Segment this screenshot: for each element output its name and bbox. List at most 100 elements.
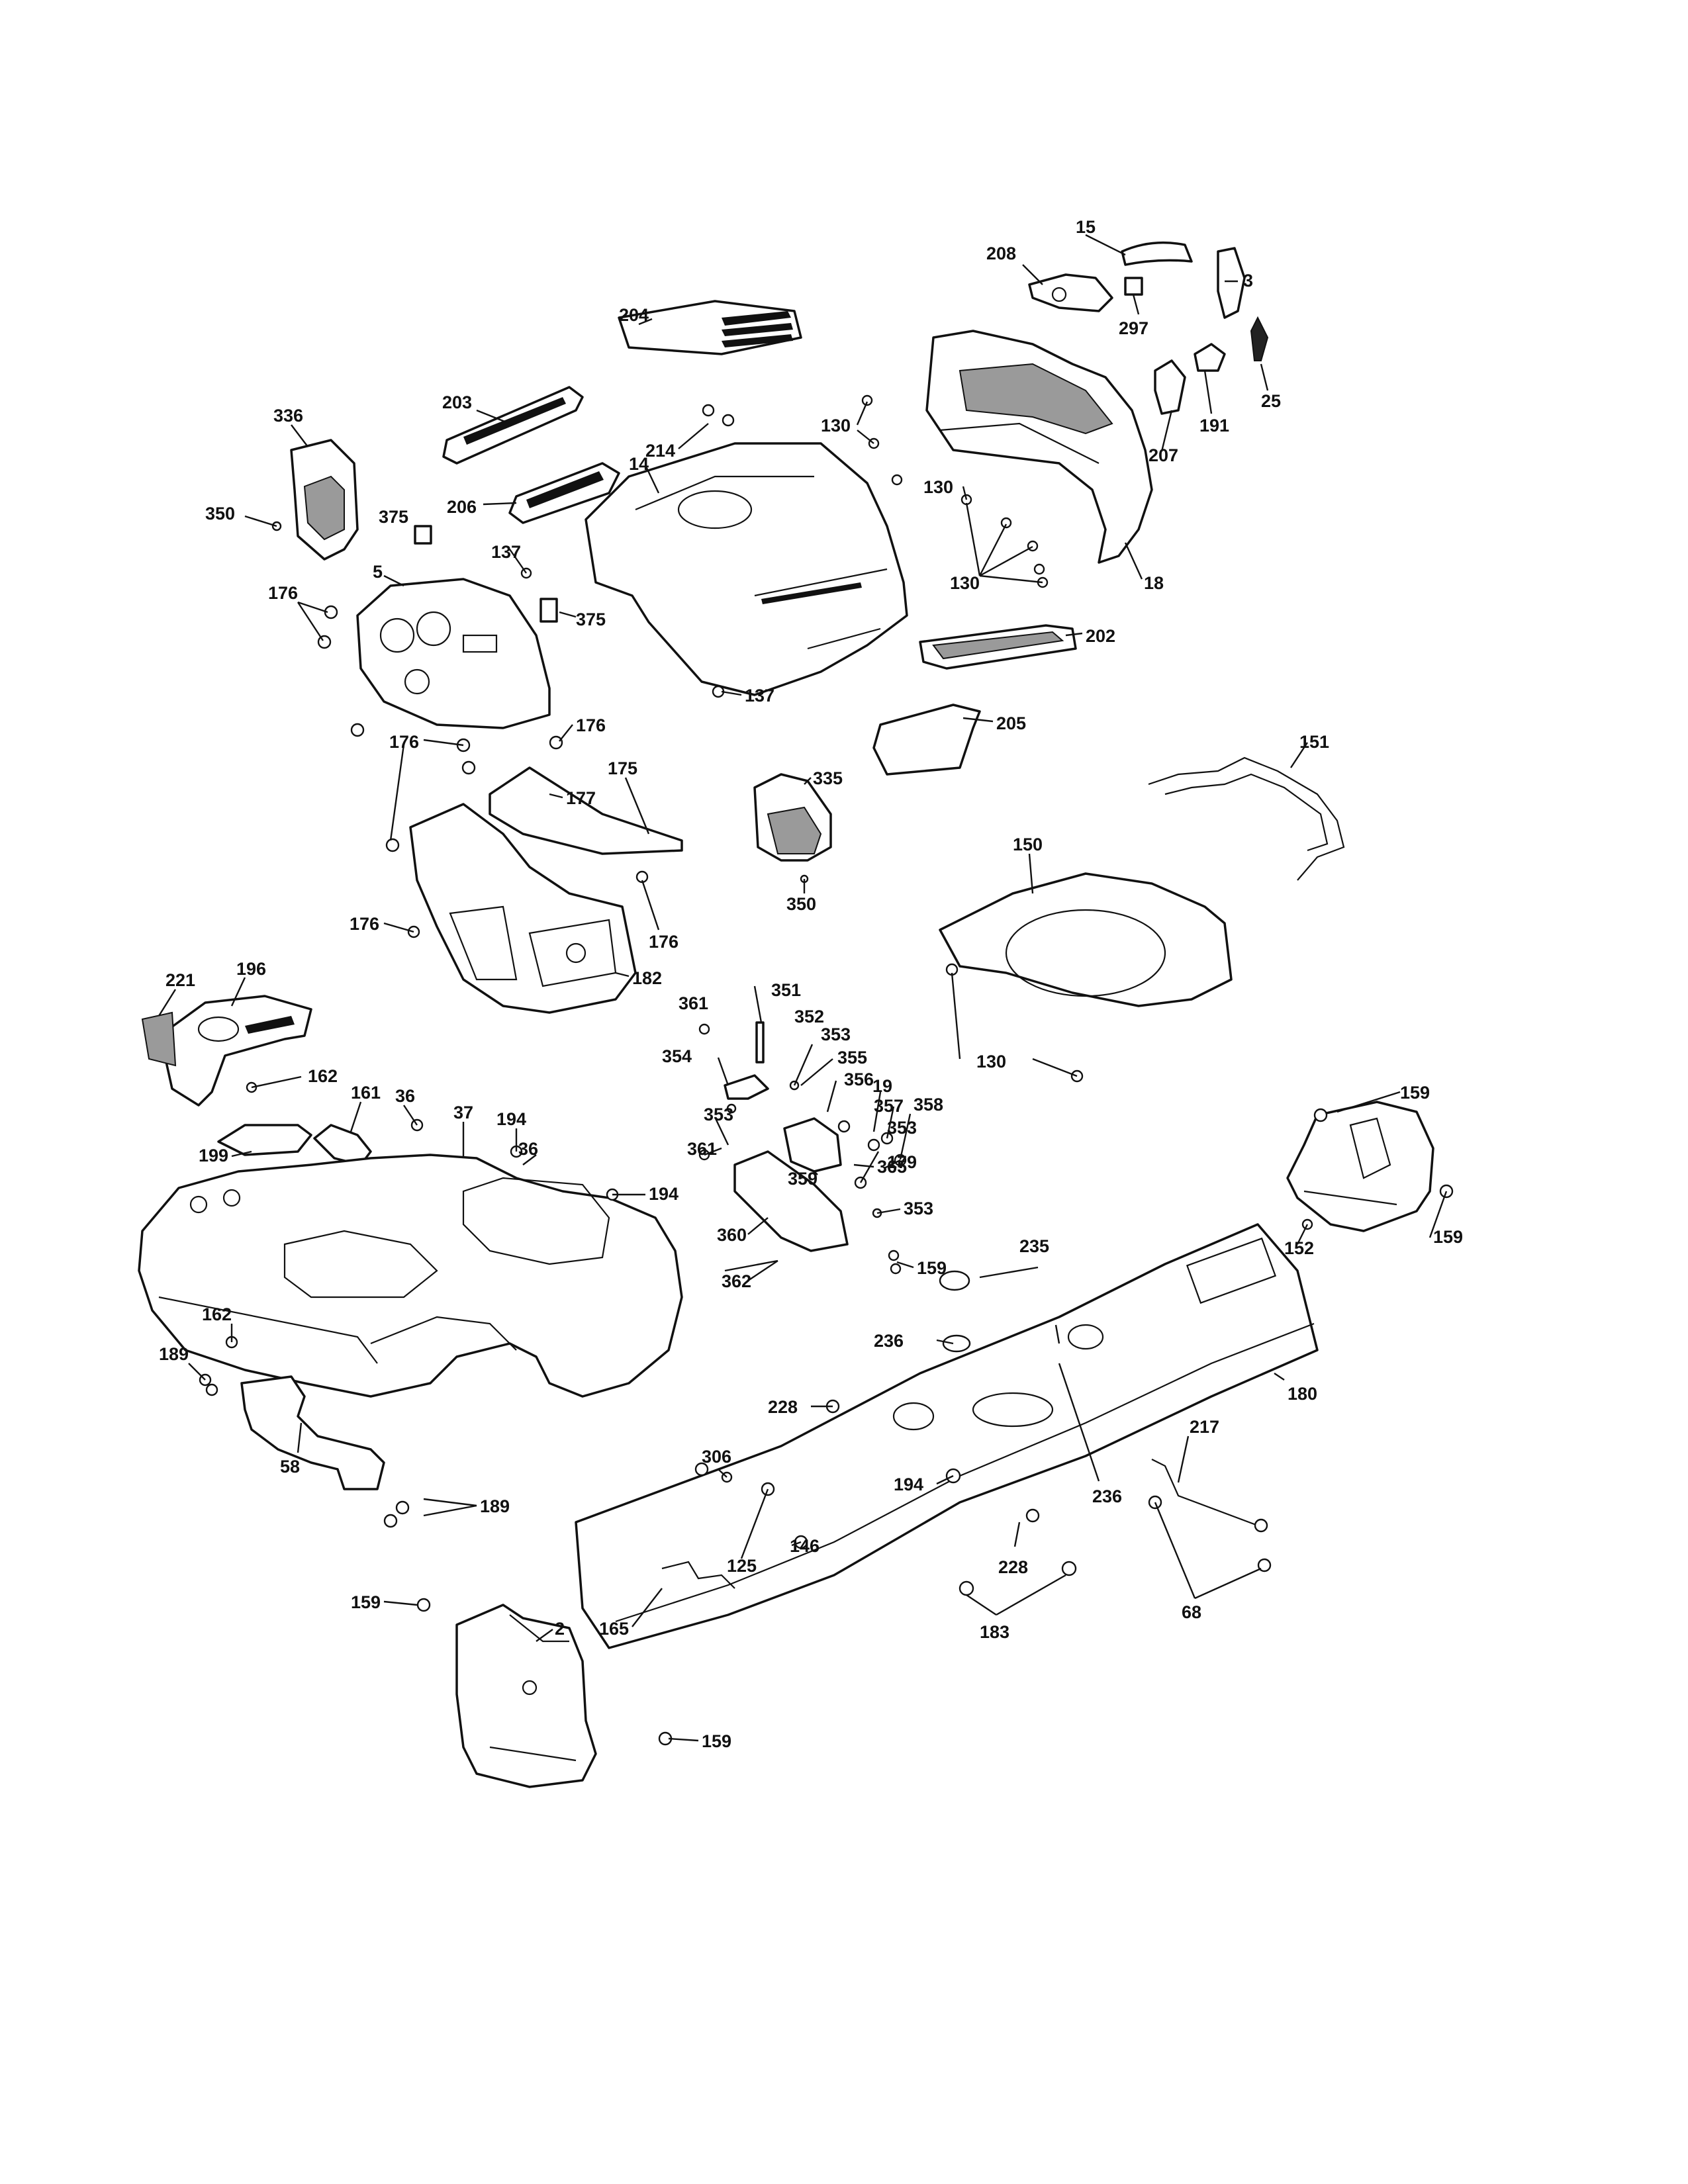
callout-214: 214	[645, 441, 675, 461]
callout-353-lower: 353	[904, 1199, 933, 1218]
callout-355: 355	[837, 1048, 867, 1068]
part-175-bracket	[489, 766, 683, 855]
callout-336: 336	[273, 406, 303, 426]
callout-228-right: 228	[998, 1557, 1028, 1577]
callout-199: 199	[199, 1146, 228, 1165]
callout-159-front-bottom: 159	[702, 1731, 731, 1751]
callout-235: 235	[1019, 1236, 1049, 1256]
callout-353-top: 353	[821, 1024, 851, 1044]
callout-5: 5	[373, 562, 383, 582]
callout-194-lower: 194	[894, 1475, 923, 1494]
callout-130-lower: 130	[950, 573, 980, 593]
callout-36-left: 36	[395, 1086, 415, 1106]
callout-207: 207	[1149, 445, 1178, 465]
part-25-lens	[1250, 316, 1269, 361]
callout-189-lower: 189	[480, 1496, 510, 1516]
callout-36-right: 36	[518, 1139, 538, 1159]
callout-194-top: 194	[496, 1109, 526, 1129]
callout-161: 161	[351, 1083, 381, 1103]
callout-360: 360	[717, 1225, 747, 1245]
callout-165: 165	[599, 1619, 629, 1639]
callout-177: 177	[566, 788, 596, 808]
part-191-headlight	[1194, 343, 1226, 372]
callout-25: 25	[1261, 391, 1281, 411]
callout-194-mid: 194	[649, 1184, 679, 1204]
callout-152: 152	[1284, 1238, 1314, 1258]
callout-208: 208	[986, 244, 1016, 263]
part-58-bracket	[240, 1375, 385, 1490]
callout-352: 352	[794, 1007, 824, 1026]
callout-189-top: 189	[159, 1344, 189, 1364]
callout-58: 58	[280, 1457, 300, 1477]
parts-artwork	[138, 241, 1434, 1788]
callout-176-left: 176	[268, 583, 298, 603]
part-360-support-bracket	[733, 1150, 849, 1252]
callout-176-lower-right: 176	[649, 932, 679, 952]
callout-182: 182	[632, 968, 662, 988]
callout-130-mid: 130	[923, 477, 953, 497]
part-182-lower-dash	[409, 803, 637, 1014]
callout-159-seat-right: 159	[1433, 1227, 1463, 1247]
callout-354: 354	[662, 1046, 692, 1066]
callout-19: 19	[872, 1076, 892, 1096]
callout-221: 221	[165, 970, 195, 990]
callout-375-top: 375	[379, 507, 408, 527]
callout-130-floor: 130	[976, 1052, 1006, 1071]
callout-306: 306	[702, 1447, 731, 1467]
callout-37: 37	[453, 1103, 473, 1122]
callout-359: 359	[788, 1169, 818, 1189]
callout-350-lower: 350	[786, 894, 816, 914]
callout-130-top: 130	[821, 416, 851, 435]
part-359-cylinder	[783, 1117, 842, 1173]
callout-228-left: 228	[768, 1397, 798, 1417]
part-221-cover	[141, 1011, 177, 1067]
part-161-bracket	[313, 1124, 372, 1166]
part-5-dash-panel	[356, 578, 551, 729]
callout-335: 335	[813, 768, 843, 788]
part-375-clip-top	[414, 525, 432, 545]
part-18-front-nose	[925, 330, 1153, 564]
callout-146: 146	[790, 1536, 820, 1556]
part-37-fender-deck	[138, 1154, 683, 1398]
callout-180: 180	[1288, 1384, 1317, 1404]
callout-196: 196	[236, 959, 266, 979]
part-165-rod	[661, 1561, 735, 1589]
callout-361-lower: 361	[687, 1139, 717, 1159]
callout-179: 179	[887, 1152, 917, 1172]
callout-203: 203	[442, 392, 472, 412]
callout-362: 362	[722, 1271, 751, 1291]
callout-191: 191	[1199, 416, 1229, 435]
callout-217: 217	[1190, 1417, 1219, 1437]
part-205-bracket	[872, 704, 981, 776]
part-180-main-frame	[575, 1223, 1319, 1649]
callout-365: 365	[877, 1157, 907, 1177]
callout-202: 202	[1086, 626, 1115, 646]
leader-lines	[158, 234, 1448, 1742]
part-375-clip-lower	[539, 598, 558, 623]
callout-236-top: 236	[874, 1331, 904, 1351]
callout-351: 351	[771, 980, 801, 1000]
callout-350-top: 350	[205, 504, 235, 523]
part-14-hood	[585, 442, 908, 696]
callout-204: 204	[619, 305, 649, 325]
part-3-side-panel	[1217, 247, 1246, 319]
callout-151: 151	[1299, 732, 1329, 752]
part-2-front-plate	[455, 1604, 597, 1788]
callout-162-top: 162	[308, 1066, 338, 1086]
callout-3: 3	[1243, 271, 1253, 291]
callout-2: 2	[555, 1619, 565, 1639]
part-217-rod	[1151, 1459, 1258, 1527]
callout-353-right: 353	[887, 1118, 917, 1138]
callout-176-right: 176	[576, 715, 606, 735]
callout-159-seat: 159	[1400, 1083, 1430, 1103]
part-208-headlight-bracket	[1028, 273, 1113, 312]
callout-15: 15	[1076, 217, 1096, 237]
callout-356: 356	[844, 1069, 874, 1089]
callout-353-mid: 353	[704, 1105, 733, 1124]
callout-137-top: 137	[491, 542, 521, 562]
callout-159-mid: 159	[917, 1258, 947, 1278]
callout-236-lower: 236	[1092, 1486, 1122, 1506]
callout-176-lower-left: 176	[350, 914, 379, 934]
part-297-clip	[1124, 277, 1143, 296]
